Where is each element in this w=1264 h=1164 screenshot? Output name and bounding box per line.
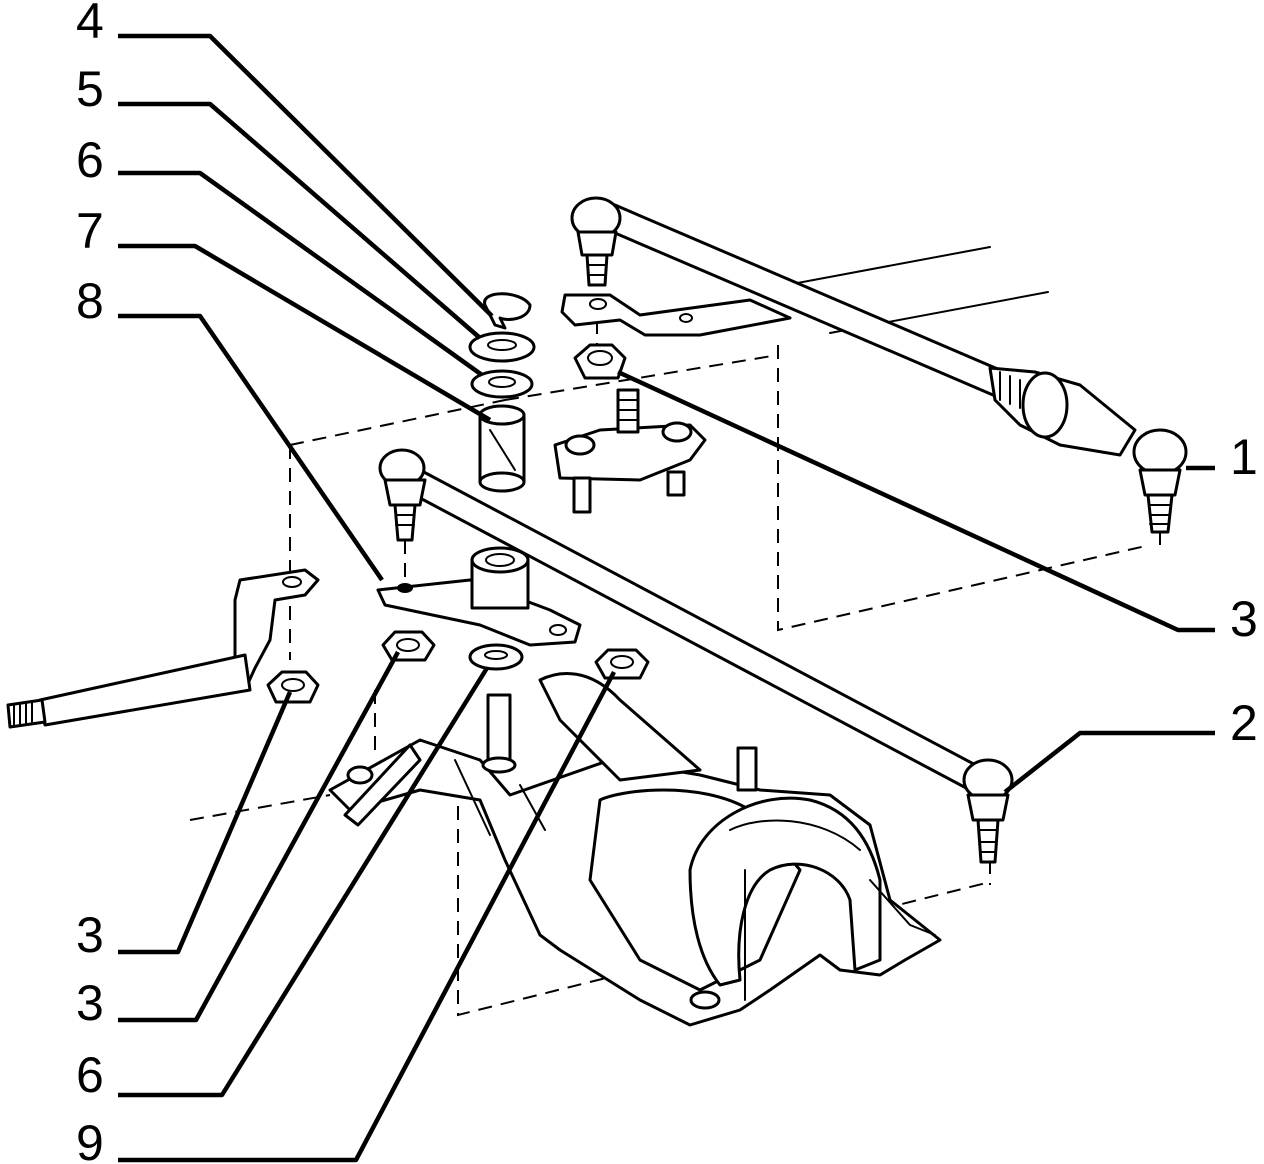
- callout-6-lower: 6: [76, 1047, 104, 1103]
- callout-5: 5: [76, 61, 104, 117]
- lower-tie-rod: [378, 448, 1014, 864]
- leader-line-3-right: [617, 369, 1215, 633]
- upper-tie-rod: [570, 196, 1188, 534]
- upper-bracket-plate: [560, 293, 792, 337]
- callout-9: 9: [76, 1115, 104, 1164]
- leader-line-8: [118, 313, 384, 582]
- leader-line-3-mid: [118, 650, 400, 1023]
- callout-8: 8: [76, 273, 104, 329]
- callout-1: 1: [1230, 429, 1258, 485]
- idler-arm-bracket: [376, 546, 582, 647]
- clip-washers-bushing: [468, 292, 536, 493]
- leader-line-7: [118, 243, 492, 422]
- leader-line-2: [1003, 730, 1215, 794]
- leader-lines: [118, 33, 1215, 1163]
- leader-line-4: [118, 33, 494, 318]
- callout-2: 2: [1230, 695, 1258, 751]
- callout-3-mid: 3: [76, 975, 104, 1031]
- mounting-plate-with-studs: [553, 388, 707, 514]
- callout-3-left: 3: [76, 907, 104, 963]
- lower-nuts-and-washer: [266, 630, 650, 704]
- callout-3-right: 3: [1230, 591, 1258, 647]
- upper-nut: [573, 343, 627, 380]
- callout-6-upper: 6: [76, 132, 104, 188]
- callout-7: 7: [76, 203, 104, 259]
- callout-4: 4: [76, 0, 104, 49]
- assembly-guide-lines: [189, 320, 1161, 1017]
- leader-line-5: [118, 101, 482, 340]
- leader-line-6: [118, 170, 484, 377]
- leader-line-6-lower: [118, 666, 489, 1098]
- leader-line-9: [118, 670, 616, 1163]
- callout-labels: 4 5 6 7 8 1 3 2 3 3 6 9: [76, 0, 1258, 1164]
- steering-box-crossmember: [328, 672, 942, 1027]
- leader-line-3-left: [118, 691, 293, 955]
- left-pivot-arm: [6, 568, 320, 729]
